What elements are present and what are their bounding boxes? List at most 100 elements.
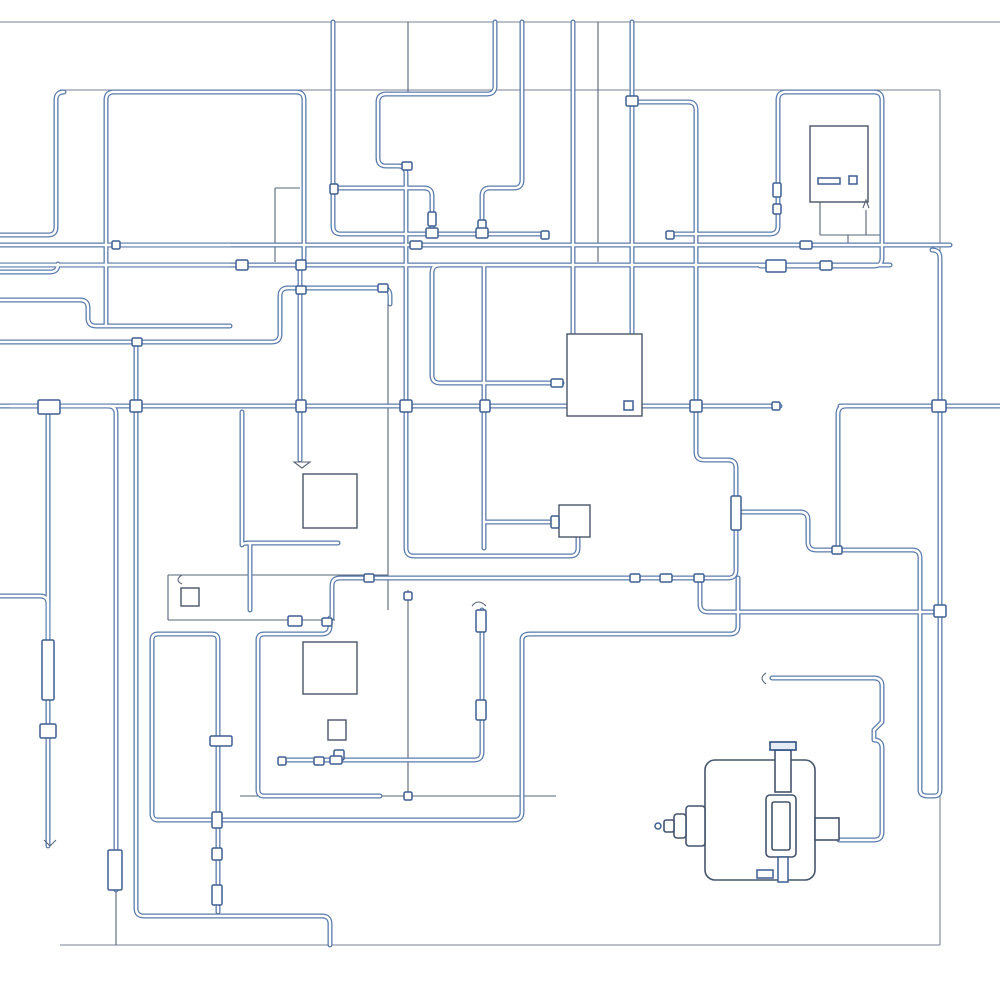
arrow-down-icon bbox=[43, 839, 57, 847]
flow-arrows bbox=[43, 198, 870, 847]
pipe-core bbox=[8, 404, 118, 892]
small-box-bottom bbox=[327, 719, 347, 741]
pipe-fitting-icon bbox=[629, 573, 641, 583]
pipe-fitting-icon bbox=[295, 259, 307, 271]
pipe-fitting-icon bbox=[475, 609, 487, 633]
pipe-fitting-icon bbox=[295, 285, 307, 295]
pipe-fitting-icon bbox=[665, 230, 675, 240]
pipe-fitting-icon bbox=[329, 755, 343, 765]
pipe-fitting-icon bbox=[772, 203, 782, 215]
pipe-core bbox=[150, 632, 220, 914]
pipe-core bbox=[734, 248, 942, 798]
pipe-core bbox=[331, 20, 547, 236]
pipe-fitting-icon bbox=[209, 735, 233, 747]
arrow-up-icon bbox=[862, 198, 870, 209]
pipe-core bbox=[520, 576, 740, 642]
pipe-segment bbox=[149, 631, 221, 915]
pipe-core bbox=[214, 638, 524, 822]
pipe-core bbox=[0, 90, 66, 237]
pipe-fitting-icon bbox=[129, 399, 143, 413]
pipe-core bbox=[150, 638, 218, 822]
pipe-fitting-icon bbox=[313, 756, 325, 766]
valve-box-upper bbox=[302, 473, 358, 529]
components bbox=[180, 125, 869, 741]
pipe-segment bbox=[103, 89, 307, 329]
panel-indicator bbox=[817, 177, 841, 185]
control-panel-indicator bbox=[623, 400, 634, 411]
pipe-core bbox=[134, 404, 332, 947]
pipe-fitting-icon bbox=[329, 183, 339, 195]
pipe-fitting-icon bbox=[425, 227, 439, 239]
pipe-core bbox=[104, 90, 306, 328]
pipe-segment bbox=[0, 285, 393, 345]
pipe-fitting-icon bbox=[819, 260, 833, 271]
pipe-core bbox=[256, 616, 332, 642]
pipe-fitting-icon bbox=[363, 573, 375, 583]
pipe-fitting-icon bbox=[427, 211, 437, 227]
pipe-core bbox=[331, 186, 434, 236]
pipe-segment bbox=[375, 19, 581, 559]
pipe-fitting-icon bbox=[401, 161, 413, 171]
pipe-fitting-icon bbox=[409, 240, 423, 250]
pipe-fitting-icon bbox=[235, 259, 249, 271]
pipe-fitting-icon bbox=[550, 378, 564, 388]
pipe-core bbox=[836, 404, 848, 552]
pipe-fitting-icon bbox=[479, 399, 491, 413]
pipe-core bbox=[770, 676, 884, 842]
valve-box-lower bbox=[302, 641, 358, 695]
pipe-fitting-icon bbox=[211, 884, 223, 906]
pipe-core bbox=[666, 90, 884, 268]
pipe-fitting-icon bbox=[799, 240, 813, 250]
arrow-left-icon bbox=[761, 672, 767, 685]
pipe-fitting-icon bbox=[625, 95, 639, 107]
pipe-fitting-icon bbox=[277, 756, 287, 766]
pipe-fitting-icon bbox=[41, 639, 55, 701]
pipe-core bbox=[698, 576, 942, 614]
small-box-right bbox=[558, 504, 591, 538]
pump-icon bbox=[654, 741, 840, 883]
pipe-fitting-icon bbox=[730, 495, 742, 531]
pipe-segment bbox=[0, 593, 51, 643]
pipe-fitting-icon bbox=[37, 399, 61, 415]
pipe-network bbox=[0, 19, 1000, 948]
arrow-down-icon bbox=[292, 461, 312, 469]
pipe-fitting-icon bbox=[295, 399, 307, 413]
pipe-fitting-icon bbox=[771, 401, 781, 411]
pipe-segment bbox=[133, 403, 333, 948]
arrow-left-icon bbox=[177, 574, 183, 585]
pipe-segment bbox=[0, 297, 233, 329]
pipe-fitting-icon bbox=[933, 604, 947, 618]
pipe-segment bbox=[149, 637, 219, 823]
pipe-core bbox=[480, 20, 524, 236]
fittings bbox=[37, 95, 947, 906]
panel-indicator-small bbox=[848, 175, 858, 185]
pipe-core bbox=[430, 263, 564, 385]
pipe-segment bbox=[329, 99, 739, 621]
pipe-fitting-icon bbox=[659, 573, 673, 583]
pipe-segment bbox=[0, 89, 67, 238]
pipe-segment bbox=[330, 185, 435, 237]
pipe-fitting-icon bbox=[377, 283, 389, 293]
pipe-fitting-icon bbox=[287, 615, 303, 627]
small-box-left bbox=[180, 587, 200, 607]
pipe-core bbox=[0, 286, 392, 344]
pipe-fitting-icon bbox=[931, 399, 947, 413]
pipe-segment bbox=[479, 19, 525, 237]
pipe-fitting-icon bbox=[211, 847, 223, 861]
pipe-fitting-icon bbox=[689, 399, 703, 413]
pipe-fitting-icon bbox=[211, 811, 223, 829]
pipe-core bbox=[376, 20, 580, 558]
pipe-segment bbox=[429, 262, 565, 386]
pipe-core bbox=[0, 594, 50, 642]
pipe-segment bbox=[213, 637, 525, 823]
pipe-segment bbox=[7, 403, 119, 893]
pipe-fitting-icon bbox=[403, 591, 413, 601]
pipe-fitting-icon bbox=[831, 545, 843, 555]
pipe-core bbox=[256, 638, 382, 798]
pipe-fitting-icon bbox=[475, 699, 487, 721]
pipe-core bbox=[280, 608, 484, 762]
pipe-fitting-icon bbox=[399, 399, 413, 413]
pipe-core bbox=[330, 100, 738, 620]
pipe-fitting-icon bbox=[693, 573, 705, 583]
